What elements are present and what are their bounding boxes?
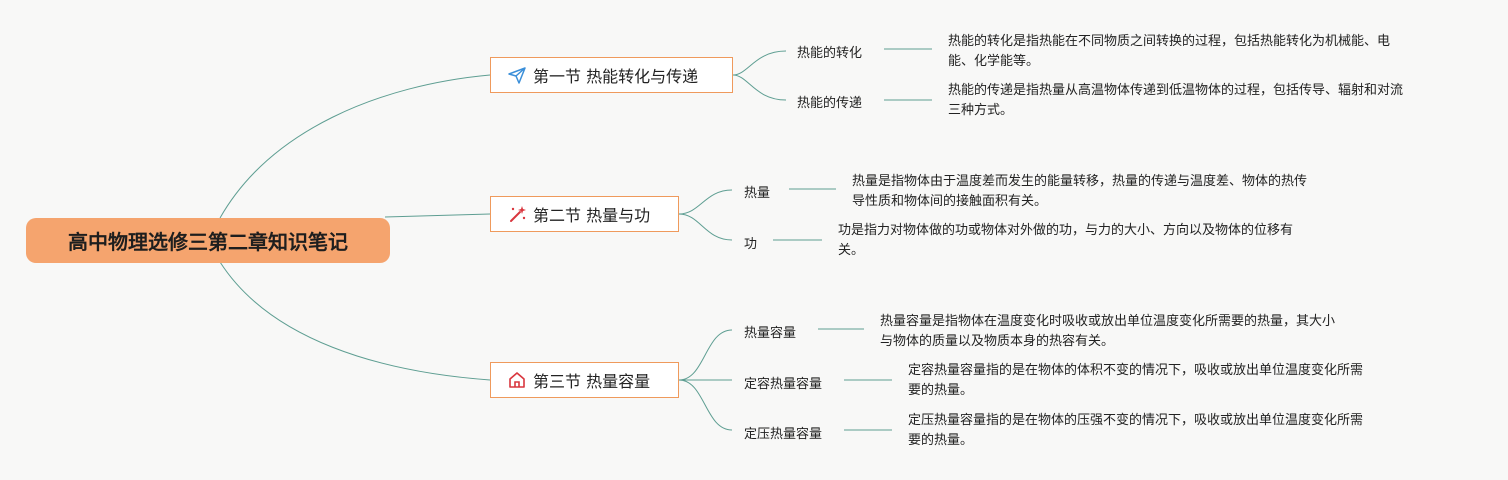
section-title: 第三节 热量容量 <box>533 372 651 391</box>
paper-plane-icon <box>507 65 527 85</box>
topic-label[interactable]: 热能的转化 <box>797 46 863 61</box>
topic-description: 热能的转化是指热能在不同物质之间转换的过程，包括热能转化为机械能、电 能、化学能… <box>948 34 1391 69</box>
topic-description: 定容热量容量指的是在物体的体积不变的情况下，吸收或放出单位温度变化所需 要的热量… <box>908 363 1364 398</box>
home-icon <box>507 370 527 390</box>
section-title: 第二节 热量与功 <box>533 206 651 225</box>
section-node-2[interactable]: 第二节 热量与功 <box>490 196 679 232</box>
magic-wand-icon <box>507 204 527 224</box>
section-node-3[interactable]: 第三节 热量容量 <box>490 362 679 398</box>
topic-label[interactable]: 热量 <box>744 186 771 201</box>
topic-label[interactable]: 功 <box>744 237 758 252</box>
topic-label[interactable]: 热量容量 <box>744 326 797 341</box>
root-title: 高中物理选修三第二章知识笔记 <box>68 230 348 254</box>
section-title: 第一节 热能转化与传递 <box>533 67 699 86</box>
topic-label[interactable]: 热能的传递 <box>797 96 863 111</box>
root-node[interactable]: 高中物理选修三第二章知识笔记 <box>26 218 390 263</box>
topic-label[interactable]: 定压热量容量 <box>744 427 823 442</box>
topic-description: 定压热量容量指的是在物体的压强不变的情况下，吸收或放出单位温度变化所需 要的热量… <box>908 413 1364 448</box>
section-node-1[interactable]: 第一节 热能转化与传递 <box>490 57 733 93</box>
topic-description: 热量是指物体由于温度差而发生的能量转移，热量的传递与温度差、物体的热传 导性质和… <box>852 174 1308 209</box>
topic-description: 热量容量是指物体在温度变化时吸收或放出单位温度变化所需要的热量，其大小 与物体的… <box>880 314 1336 349</box>
topic-description: 热能的传递是指热量从高温物体传递到低温物体的过程，包括传导、辐射和对流 三种方式… <box>948 83 1404 118</box>
topic-description: 功是指力对物体做的功或物体对外做的功，与力的大小、方向以及物体的位移有 关。 <box>838 223 1294 258</box>
topic-label[interactable]: 定容热量容量 <box>744 377 823 392</box>
